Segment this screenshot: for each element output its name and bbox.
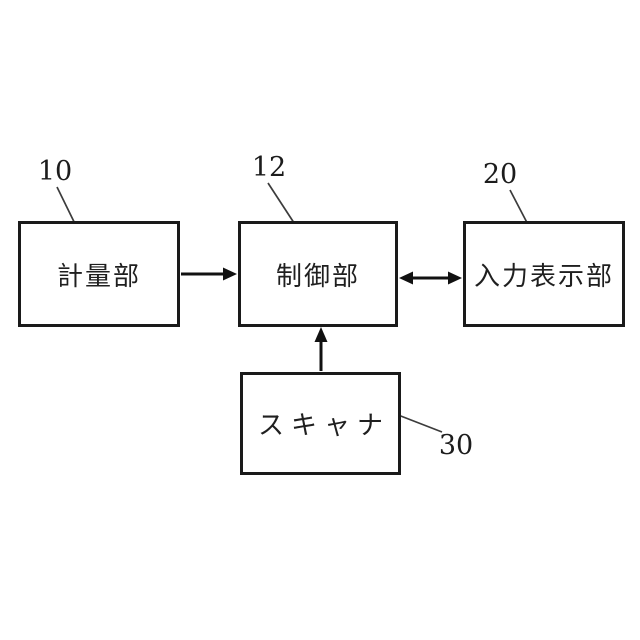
node-label-input-display-unit: 入力表示部 (473, 261, 614, 292)
arrowhead-up (314, 327, 328, 342)
arrowhead-right (448, 271, 462, 285)
node-box-control-unit: 制御部 (238, 221, 398, 327)
node-label-control-unit: 制御部 (275, 261, 360, 292)
node-label-measuring-unit: 計量部 (56, 261, 141, 292)
node-box-measuring-unit: 計量部 (18, 221, 180, 327)
arrowhead-left (399, 271, 413, 285)
arrow-scanner-to-control (314, 327, 328, 371)
ref-number-measuring-unit: 10 (37, 156, 73, 187)
node-box-input-display-unit: 入力表示部 (463, 221, 625, 327)
ref-number-input-display-unit: 20 (482, 159, 518, 190)
ref-number-scanner: 30 (438, 430, 474, 461)
node-label-scanner: スキャナ (257, 411, 390, 441)
arrowhead-right (223, 267, 237, 281)
arrow-measuring-to-control (181, 267, 237, 281)
ref-number-control-unit: 12 (251, 152, 287, 183)
arrow-control-input-display-bidirectional (399, 271, 462, 285)
node-box-scanner: スキャナ (240, 372, 401, 475)
